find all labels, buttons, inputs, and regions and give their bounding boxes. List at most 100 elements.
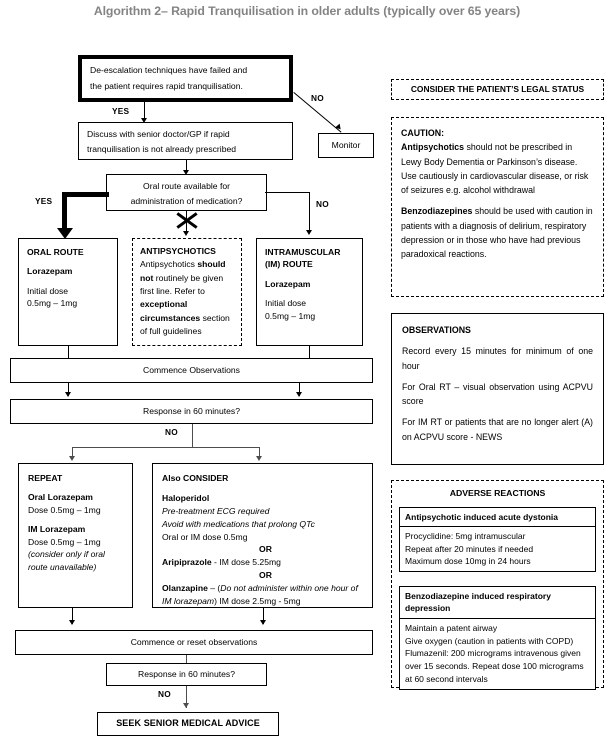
connector-response1-stem <box>192 424 193 447</box>
label-yes-start: YES <box>112 106 130 116</box>
arrowhead-start-to-monitor <box>335 123 343 132</box>
flow-node-commence-reset: Commence or reset observations <box>15 630 373 655</box>
antipsychotics-body: Antipsychotics should not routinely be g… <box>140 258 234 338</box>
cross-out-icon <box>175 212 198 229</box>
repeat-drug-1: Oral Lorazepam <box>28 492 93 503</box>
connector-obs-to-response-left <box>68 383 69 396</box>
adverse-box2-line-3: Flumazenil: 200 micrograms intravenous g… <box>405 648 584 684</box>
observations-heading: OBSERVATIONS <box>402 325 471 335</box>
adverse-box2-line-2: Give oxygen (caution in patients with CO… <box>405 635 574 646</box>
also-consider-drug-2-line: Aripiprazole - IM dose 5.25mg <box>162 556 363 569</box>
ap-t4: section of full guidelines <box>140 312 230 336</box>
connector-start-to-discuss <box>144 102 145 120</box>
im-route-dose-label: Initial dose <box>265 298 307 309</box>
adverse-box2-head: Benzodiazepine induced respiratory depre… <box>400 587 595 619</box>
label-no-response-2: NO <box>158 689 171 699</box>
connector-response1-bar <box>72 447 260 448</box>
arrowhead-discuss-to-oralq <box>183 170 189 175</box>
adverse-box2-line-1: Maintain a patent airway <box>405 622 498 633</box>
adverse-box1-head: Antipsychotic induced acute dystonia <box>400 508 595 527</box>
im-route-drug: Lorazepam <box>265 278 311 289</box>
discuss-line-1: Discuss with senior doctor/GP if rapid <box>87 129 230 139</box>
connector-yes-horizontal <box>62 192 109 197</box>
repeat-heading: REPEAT <box>28 473 63 483</box>
arrowhead-oralq-to-antipsychotics <box>183 231 189 236</box>
im-route-heading-1: INTRAMUSCULAR <box>265 247 341 257</box>
label-no-im: NO <box>316 199 329 209</box>
label-no-response-1: NO <box>165 427 178 437</box>
also-consider-note-1: Pre-treatment ECG required <box>162 505 270 516</box>
connector-consider-to-reset <box>263 608 264 624</box>
also-consider-dose-1: Oral or IM dose 0.5mg <box>162 531 248 542</box>
also-consider-d3-post: ) IM dose 2.5mg - 5mg <box>214 596 301 607</box>
commence-observations-label: Commence Observations <box>143 365 240 376</box>
monitor-label: Monitor <box>331 140 361 151</box>
oralq-line-1: Oral route available for <box>143 181 230 191</box>
discuss-line-2: tranquilisation is not already prescribe… <box>87 144 237 155</box>
arrowhead-response2-to-seek <box>183 703 189 708</box>
flow-node-antipsychotics: ANTIPSYCHOTICS Antipsychotics should not… <box>132 238 242 346</box>
flow-node-oral-route-question: Oral route available for administration … <box>106 174 267 211</box>
adverse-subbox-resp-depression: Benzodiazepine induced respiratory depre… <box>399 586 596 690</box>
also-consider-drug-2: Aripiprazole <box>162 557 212 568</box>
repeat-drug-2: IM Lorazepam <box>28 524 86 535</box>
connector-no-horizontal <box>265 192 310 193</box>
also-consider-drug-1: Haloperidol <box>162 492 210 503</box>
caution-paragraph-1: Antipsychotics should not be prescribed … <box>401 140 594 197</box>
arrowhead-to-repeat <box>69 456 75 461</box>
connector-yes-vertical <box>62 192 67 231</box>
also-consider-dose-2: - IM dose 5.25mg <box>211 557 281 568</box>
panel-observations: OBSERVATIONS Record every 15 minutes for… <box>391 313 604 465</box>
arrowhead-to-also-consider <box>256 456 262 461</box>
connector-discuss-to-oralq <box>186 160 187 172</box>
repeat-dose-2: Dose 0.5mg – 1mg <box>28 536 101 547</box>
adverse-subbox-dystonia: Antipsychotic induced acute dystonia Pro… <box>399 506 596 573</box>
also-consider-d3-note: Do not administer within one hour of IM … <box>162 583 358 607</box>
antipsychotics-heading: ANTIPSYCHOTICS <box>140 246 216 256</box>
im-route-heading-2: (IM) ROUTE <box>265 259 313 270</box>
connector-no-vertical <box>309 192 310 233</box>
flow-node-response-2: Response in 60 minutes? <box>106 663 267 686</box>
oralq-line-2: administration of medication? <box>130 196 243 207</box>
connector-reset-to-response2 <box>186 655 187 664</box>
caution-paragraph-2: Benzodiazepines should be used with caut… <box>401 204 594 261</box>
connector-response2-to-seek <box>186 686 187 708</box>
also-consider-drug-3-line: Olanzapine – (Do not administer within o… <box>162 582 363 608</box>
flow-node-monitor: Monitor <box>318 133 374 158</box>
oral-route-dose-label: Initial dose <box>27 285 69 296</box>
arrowhead-consider-to-reset <box>260 620 266 625</box>
adverse-box1-line-1: Procyclidine: 5mg intramuscular <box>405 530 526 541</box>
flow-node-oral-route: ORAL ROUTE Lorazepam Initial dose 0.5mg … <box>18 238 118 346</box>
legal-status-label: CONSIDER THE PATIENT’S LEGAL STATUS <box>410 84 585 95</box>
ap-b1: should <box>197 259 226 270</box>
page-title: Algorithm 2– Rapid Tranquilisation in ol… <box>93 4 521 18</box>
label-no-start: NO <box>311 93 324 103</box>
also-consider-or-2: OR <box>259 570 272 581</box>
response-1-label: Response in 60 minutes? <box>143 406 240 417</box>
seek-advice-label: SEEK SENIOR MEDICAL ADVICE <box>116 718 260 729</box>
also-consider-heading: Also CONSIDER <box>162 473 229 483</box>
also-consider-note-2: Avoid with medications that prolong QTc <box>162 518 315 529</box>
connector-im-to-obs <box>309 346 310 358</box>
start-line-1: De-escalation techniques have failed and <box>90 65 248 75</box>
flow-node-repeat: REPEAT Oral Lorazepam Dose 0.5mg – 1mg I… <box>18 463 133 608</box>
observations-p3: For IM RT or patients that are no longer… <box>402 417 593 442</box>
also-consider-d3-pre: – ( <box>207 583 221 594</box>
also-consider-drug-3: Olanzapine <box>162 583 208 594</box>
arrowhead-start-to-discuss <box>141 118 147 123</box>
connector-obs-to-response-right <box>299 383 300 396</box>
flow-node-im-route: INTRAMUSCULAR (IM) ROUTE Lorazepam Initi… <box>256 238 363 346</box>
panel-legal-status: CONSIDER THE PATIENT’S LEGAL STATUS <box>391 79 604 100</box>
ap-t1: Antipsychotics <box>140 259 198 270</box>
caution-p2-text: should be used with caution in patients … <box>401 206 593 259</box>
arrowhead-repeat-to-reset <box>69 620 75 625</box>
arrowhead-yes-to-oral-route <box>56 228 73 239</box>
repeat-dose-1: Dose 0.5mg – 1mg <box>28 504 101 515</box>
ap-t3: routinely be given first line. Refer to <box>140 272 224 296</box>
flow-node-seek-advice: SEEK SENIOR MEDICAL ADVICE <box>97 712 279 736</box>
oral-route-dose: 0.5mg – 1mg <box>27 298 78 309</box>
adverse-box1-line-3: Maximum dose 10mg in 24 hours <box>405 556 531 567</box>
arrowhead-obs-to-response-right <box>296 392 302 397</box>
adverse-heading: ADVERSE REACTIONS <box>449 488 546 498</box>
observations-p1: Record every 15 minutes for minimum of o… <box>402 346 593 371</box>
